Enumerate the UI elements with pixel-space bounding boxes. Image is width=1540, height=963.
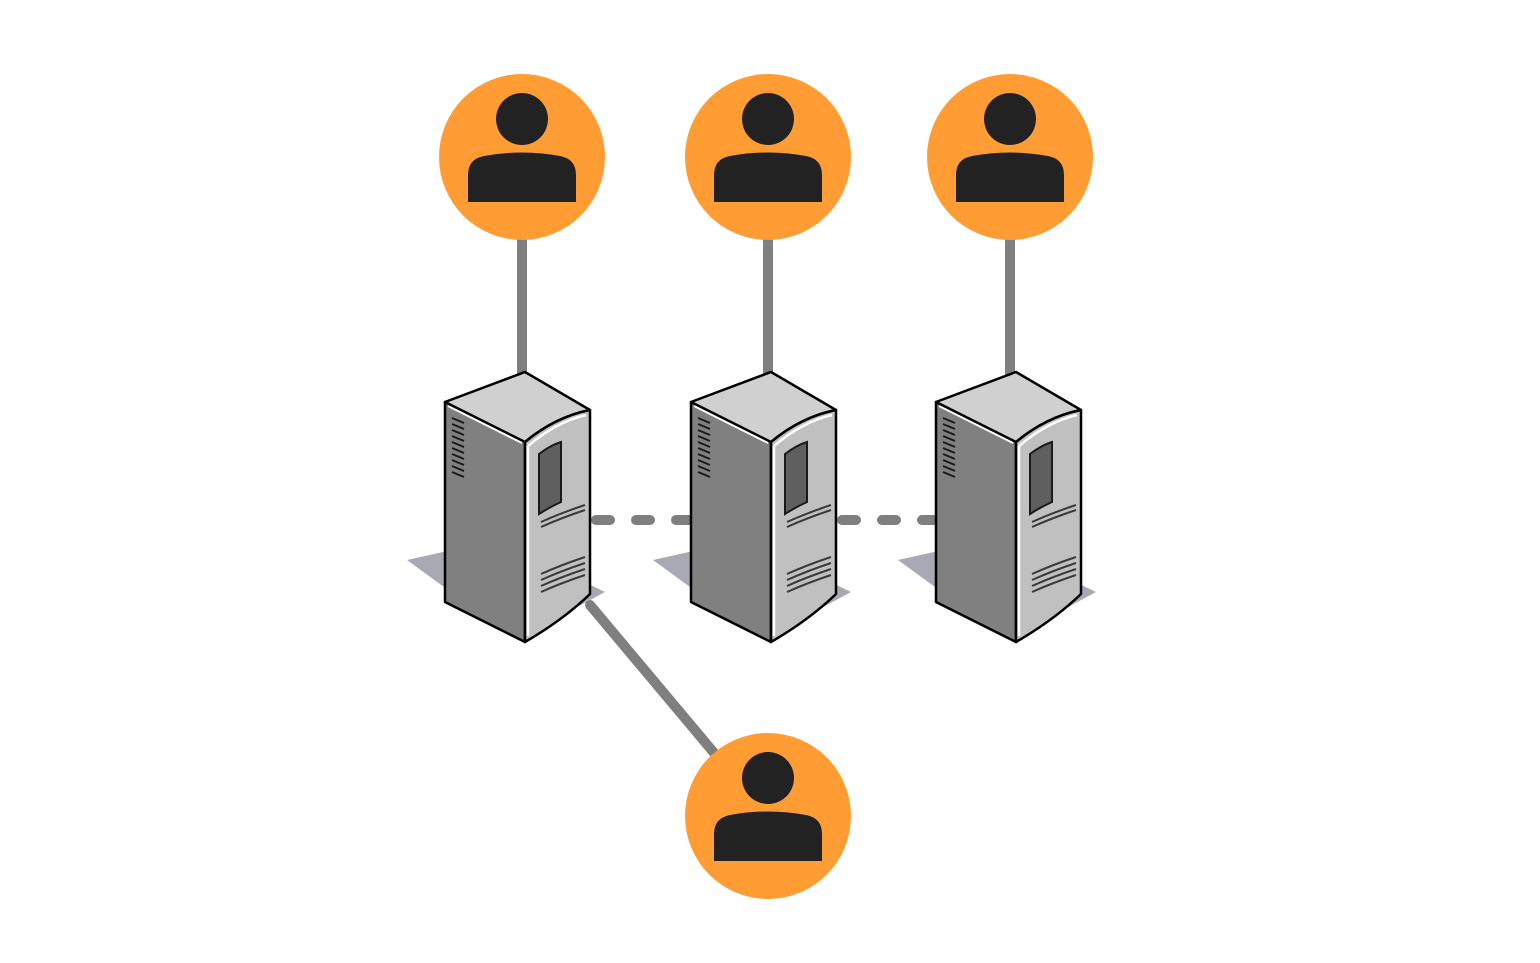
user-icon [685,74,851,240]
user-icon [685,733,851,899]
server-1 [405,370,607,644]
user-2 [685,74,851,240]
user-3 [927,74,1093,240]
user-icon [927,74,1093,240]
user-icon [439,74,605,240]
connectors [517,233,1015,765]
user-4 [685,733,851,899]
server-3 [896,370,1098,644]
user-1 [439,74,605,240]
server-tower-icon [405,370,607,644]
server-tower-icon [651,370,853,644]
link-server-1-user-4 [585,600,725,765]
server-2 [651,370,853,644]
server-tower-icon [896,370,1098,644]
